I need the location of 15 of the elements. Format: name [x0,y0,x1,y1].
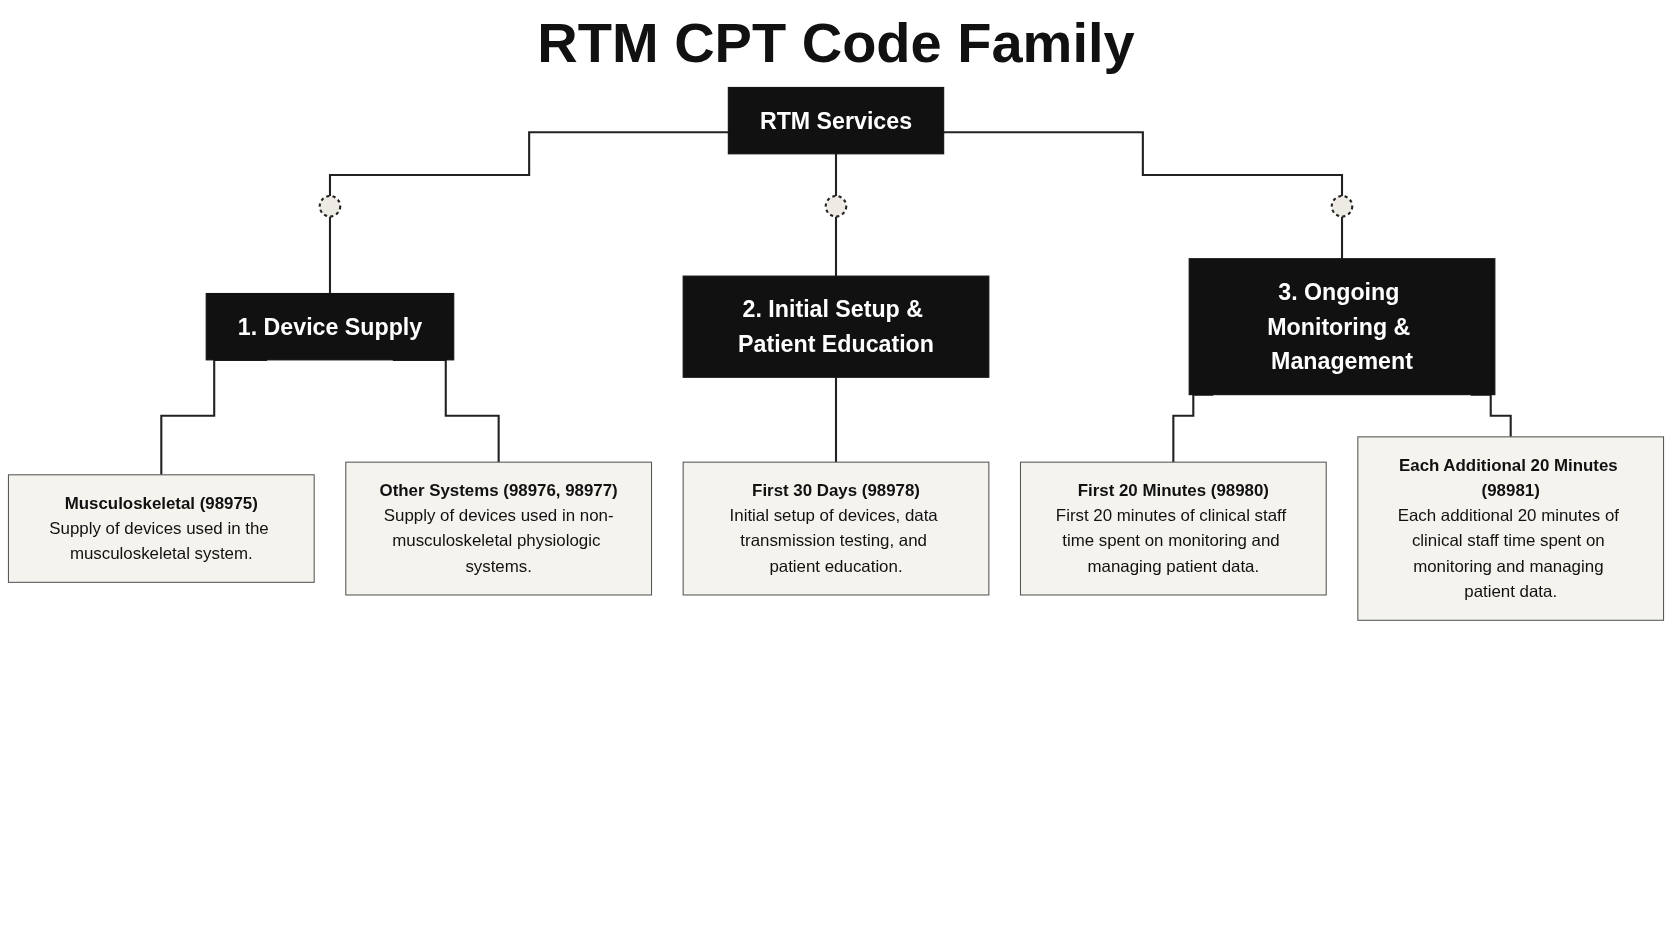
diagram-title: RTM CPT Code Family [536,10,1136,75]
node-box [205,292,455,361]
node-box [7,474,315,583]
node-box [1188,258,1496,396]
node-circle [318,194,342,218]
tree-diagram: RTM Services 1. Device Supply 2. Initial Setup & Patient Education 3. Ongoing Monitoring & Management Musculoskeletal (98975) Supply of devices used in the musculoskeletal system. Other Systems (98976, 98977) Supply of devices used in non-musculoskeletal physiologic systems. First 30 Days (98978) Initial setup of devices, data transmission testing, and patient education. First 20 Minutes (98980) First 20 minutes of clinical staff time spent on monitoring and managing patient data. Each Additional 20 Minutes (98981) Each additional 20 minutes of clinical staff time spent on monitoring and managing patient data. [0,79,1672,629]
node-box [682,275,990,378]
node-circle [824,194,848,218]
node-box [727,86,945,155]
node-circle [1330,194,1354,218]
node-box [1357,436,1665,621]
connector [834,376,838,464]
node-box [1019,461,1327,596]
node-box [345,461,653,596]
node-box [682,461,990,596]
